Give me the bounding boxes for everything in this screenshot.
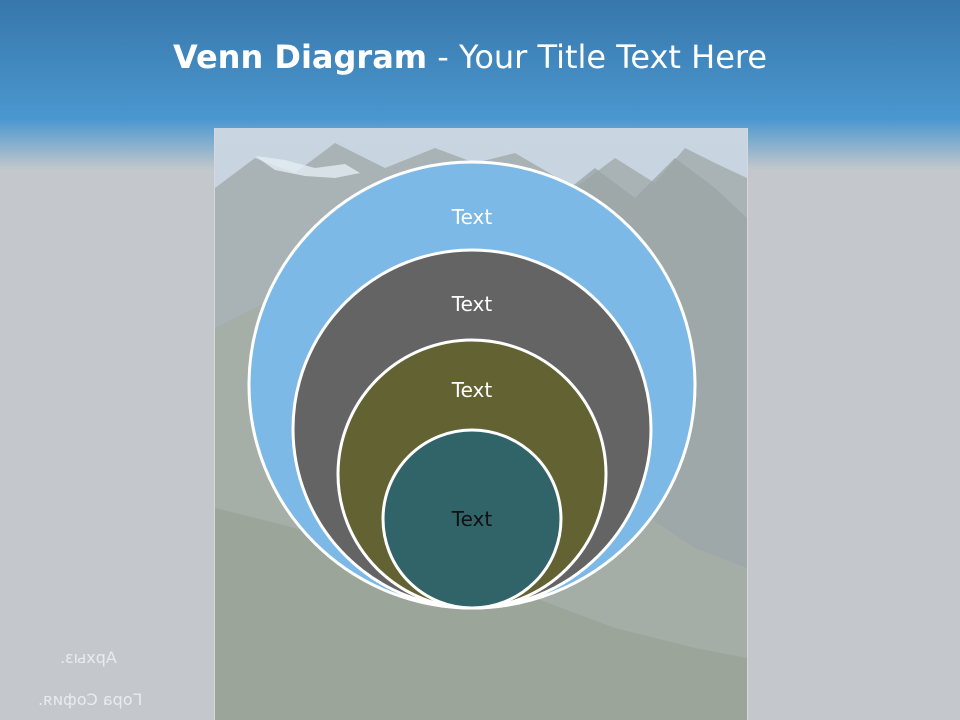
title-bold: Venn Diagram (172, 38, 428, 76)
title-rest: - Your Title Text Here (427, 38, 768, 76)
circle-second-label: Text (451, 292, 493, 316)
slide-title: Venn Diagram - Your Title Text Here (0, 38, 940, 76)
photo-caption-line2: Гора София. (38, 690, 143, 709)
photo-caption-line1: Архыз. (60, 648, 117, 667)
circle-outer-label: Text (451, 205, 493, 229)
circle-third-label: Text (451, 378, 493, 402)
circle-inner-label: Text (451, 507, 493, 531)
circle-inner (381, 428, 563, 610)
